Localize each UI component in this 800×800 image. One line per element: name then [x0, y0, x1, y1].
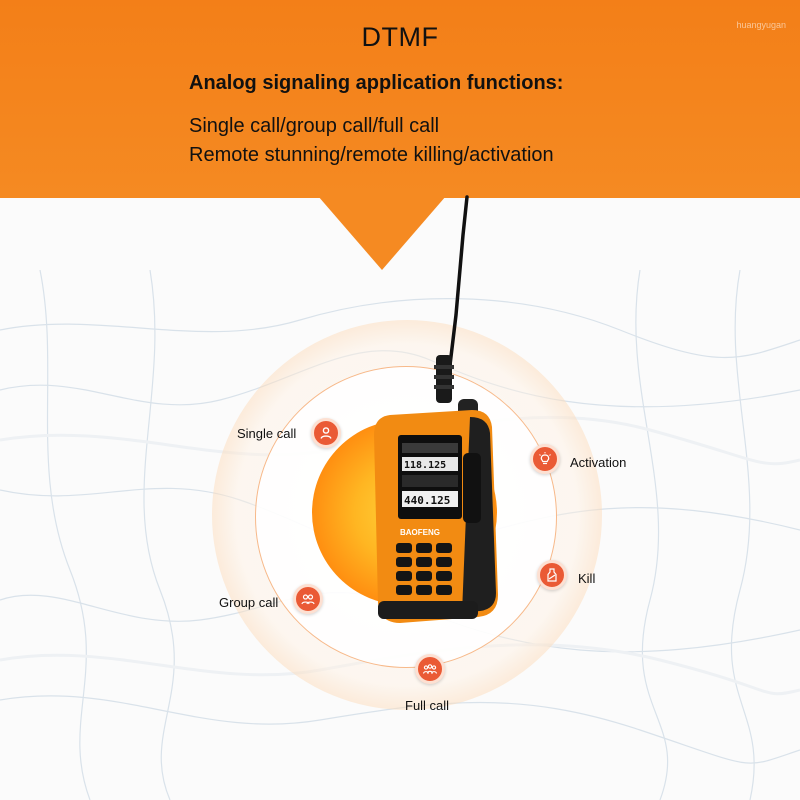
lightbulb-icon [530, 444, 560, 474]
radio-freq-top: 118.125 [404, 460, 446, 471]
radio-brand: BAOFENG [400, 528, 440, 537]
crowd-icon [415, 654, 445, 684]
watermark: huangyugan [736, 20, 786, 30]
function-label-single-call: Single call [237, 426, 297, 441]
function-label-group-call: Group call [219, 595, 279, 610]
feature-line-2: Remote stunning/remote killing/activatio… [189, 144, 554, 166]
page-subtitle: Analog signaling application functions: [189, 72, 564, 94]
function-label-kill: Kill [578, 571, 596, 586]
single-person-icon [311, 418, 341, 448]
feature-line-1: Single call/group call/full call [189, 115, 440, 137]
function-label-activation: Activation [570, 455, 627, 470]
banner-pointer [318, 196, 446, 270]
group-icon [293, 584, 323, 614]
header-banner [0, 0, 800, 198]
page-title: DTMF [361, 22, 439, 52]
function-label-full-call: Full call [405, 698, 450, 713]
kill-icon [537, 560, 567, 590]
radio-freq-bottom: 440.125 [404, 494, 450, 507]
walkie-talkie-image: 118.125 440.125 BAOFENG [374, 195, 498, 623]
